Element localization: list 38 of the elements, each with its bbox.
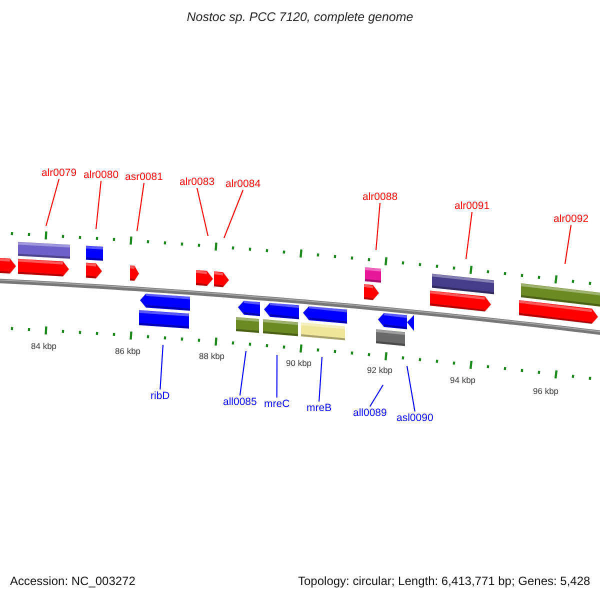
gene-label: alr0084: [226, 178, 261, 189]
scale-label: 94 kbp: [450, 376, 476, 384]
scale-label: 92 kbp: [367, 366, 393, 374]
leader-line: [45, 178, 60, 226]
leader-line: [406, 366, 416, 412]
gene-label: alr0088: [362, 192, 398, 202]
leader-line: [196, 188, 209, 236]
scale-label: 96 kbp: [533, 386, 559, 395]
footer-text: Accession: NC_003272: [10, 575, 136, 587]
leader-line: [375, 202, 381, 250]
gene-label: asl0090: [396, 412, 434, 423]
diagram-title: Nostoc sp. PCC 7120, complete genome: [186, 11, 414, 24]
leader-line: [369, 384, 384, 407]
gene-label: all0089: [353, 408, 387, 418]
gene-label: alr0091: [454, 200, 490, 211]
gene-label: asr0081: [125, 172, 163, 182]
leader-line: [564, 224, 572, 264]
gene-label: mreC: [264, 398, 290, 409]
leader-line: [95, 180, 102, 230]
gene-label: ribD: [150, 390, 170, 401]
leader-line: [318, 356, 323, 402]
gene-label: alr0079: [42, 168, 77, 178]
scale-label: 90 kbp: [286, 358, 312, 367]
scale-label: 86 kbp: [115, 346, 141, 355]
leader-line: [239, 350, 247, 396]
leader-line: [465, 212, 473, 260]
leader-line: [136, 182, 145, 232]
scale-label: 84 kbp: [31, 342, 57, 350]
gene-label: alr0092: [554, 214, 589, 224]
leader-line: [223, 190, 244, 238]
leader-line: [276, 355, 278, 398]
gene-label: all0085: [223, 396, 257, 407]
gene-label: mreB: [306, 402, 332, 413]
leader-line: [160, 344, 164, 390]
scale-label: 88 kbp: [199, 352, 225, 360]
gene-label: alr0080: [84, 170, 119, 180]
footer-text: Topology: circular; Length: 6,413,771 bp; Genes: 5,428: [298, 575, 590, 587]
gene-label: alr0083: [180, 176, 215, 187]
